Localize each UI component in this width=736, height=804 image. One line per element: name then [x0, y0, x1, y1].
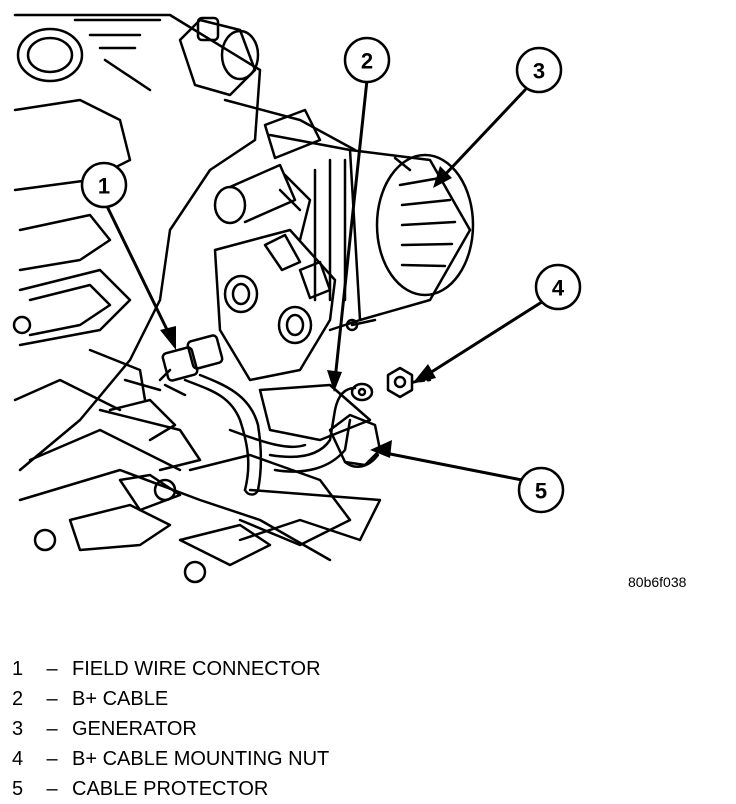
legend-number: 4 [12, 748, 24, 770]
generator-illustration: 1 2 3 4 5 [12, 13, 582, 584]
callout-number-4: 4 [552, 276, 565, 301]
callout-number-5: 5 [535, 479, 547, 504]
legend-separator: – [46, 748, 58, 770]
callout-circle-1 [80, 161, 128, 209]
legend-separator: – [46, 688, 58, 710]
legend-number: 1 [12, 658, 24, 680]
callout-circle-2 [343, 36, 391, 84]
legend-item: 2 – B+ CABLE [12, 684, 329, 714]
callout-number-3: 3 [533, 59, 545, 84]
legend-item: 3 – GENERATOR [12, 714, 329, 744]
legend-separator: – [46, 778, 58, 800]
callout-circle-4 [534, 263, 582, 311]
legend-separator: – [46, 658, 58, 680]
callout-legend: 1 – FIELD WIRE CONNECTOR 2 – B+ CABLE 3 … [12, 654, 329, 804]
callout-circle-3 [515, 46, 563, 94]
legend-number: 5 [12, 778, 24, 800]
engine-block [12, 13, 382, 584]
callout-circles [80, 36, 582, 514]
b-plus-cable-drawing [268, 382, 382, 473]
callout-number-1: 1 [98, 174, 110, 199]
field-wire-connector-drawing [158, 334, 307, 496]
leader-arrows [102, 78, 547, 482]
legend-item: 5 – CABLE PROTECTOR [12, 774, 329, 804]
legend-number: 2 [12, 688, 24, 710]
legend-label: CABLE PROTECTOR [72, 778, 269, 800]
legend-label: B+ CABLE [72, 688, 169, 710]
callout-circle-5 [517, 466, 565, 514]
callout-number-2: 2 [361, 49, 373, 74]
legend-number: 3 [12, 718, 24, 740]
legend-item: 1 – FIELD WIRE CONNECTOR [12, 654, 329, 684]
figure-code: 80b6f038 [628, 574, 687, 590]
legend-label: GENERATOR [72, 718, 197, 740]
legend-label: B+ CABLE MOUNTING NUT [72, 748, 330, 770]
legend-item: 4 – B+ CABLE MOUNTING NUT [12, 744, 329, 774]
legend-separator: – [46, 718, 58, 740]
legend-label: FIELD WIRE CONNECTOR [72, 658, 321, 680]
